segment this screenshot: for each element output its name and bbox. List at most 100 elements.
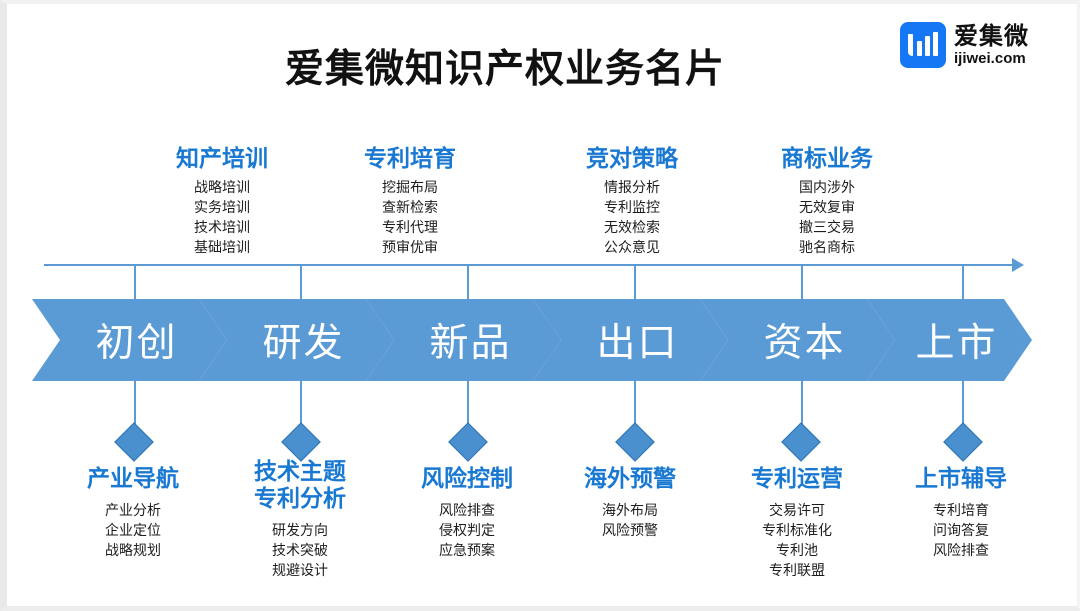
bottom-group-item: 技术突破 bbox=[272, 543, 328, 560]
bottom-group-item: 专利联盟 bbox=[769, 562, 825, 579]
bottom-group-item-list: 产业分析企业定位战略规划 bbox=[23, 502, 243, 562]
diamond-marker-2 bbox=[281, 422, 321, 462]
top-group-3: 竞对策略情报分析专利监控无效检索公众意见 bbox=[522, 146, 742, 259]
top-group-item: 预审优审 bbox=[382, 239, 438, 256]
bottom-group-2: 技术主题专利分析研发方向技术突破规避设计 bbox=[190, 459, 410, 582]
bottom-group-item: 风险排查 bbox=[439, 503, 495, 520]
top-group-item: 情报分析 bbox=[604, 180, 660, 197]
stage-chevron-1[interactable]: 初创 bbox=[32, 299, 227, 381]
bottom-group-item: 海外布局 bbox=[602, 503, 658, 520]
axis-tick-bottom-6 bbox=[962, 379, 964, 431]
stage-chevron-5[interactable]: 资本 bbox=[700, 299, 895, 381]
top-group-item: 撤三交易 bbox=[799, 219, 855, 236]
bottom-group-item-list: 海外布局风险预警 bbox=[520, 502, 740, 542]
bottom-group-title-line1: 产业导航 bbox=[87, 466, 179, 492]
bottom-group-item: 企业定位 bbox=[105, 523, 161, 539]
top-group-item: 专利监控 bbox=[604, 200, 660, 216]
bottom-group-title: 专利运营 bbox=[687, 466, 907, 493]
bottom-group-title: 技术主题专利分析 bbox=[190, 459, 410, 513]
bottom-group-item-list: 风险排查侵权判定应急预案 bbox=[357, 502, 577, 562]
bottom-group-item: 风险排查 bbox=[933, 542, 989, 559]
axis-tick-bottom-5 bbox=[801, 379, 803, 431]
top-group-1: 知产培训战略培训实务培训技术培训基础培训 bbox=[112, 146, 332, 259]
top-group-item-list: 国内涉外无效复审撤三交易驰名商标 bbox=[717, 179, 937, 259]
page-title: 爱集微知识产权业务名片 bbox=[284, 48, 725, 91]
brand-name-cn: 爱集微 bbox=[954, 22, 1029, 50]
axis-tick-bottom-1 bbox=[134, 379, 136, 431]
bottom-group-item: 专利培育 bbox=[933, 503, 989, 520]
brand-name-en: ijiwei.com bbox=[954, 50, 1026, 67]
top-group-item: 基础培训 bbox=[194, 239, 250, 256]
axis-tick-top-5 bbox=[801, 265, 803, 300]
top-group-item: 专利代理 bbox=[382, 219, 438, 236]
bottom-group-item: 应急预案 bbox=[439, 542, 495, 559]
stage-axis-line bbox=[44, 264, 1016, 266]
stage-chevron-label: 初创 bbox=[95, 321, 178, 366]
bottom-group-item: 侵权判定 bbox=[439, 523, 495, 539]
top-group-item: 无效复审 bbox=[799, 200, 855, 216]
bottom-group-item: 战略规划 bbox=[105, 542, 161, 559]
top-group-item: 国内涉外 bbox=[799, 180, 855, 197]
brand-logo: 爱集微 ijiwei.com bbox=[900, 22, 1029, 68]
bottom-group-item: 风险预警 bbox=[602, 523, 658, 539]
top-group-item: 技术培训 bbox=[194, 219, 250, 236]
axis-tick-bottom-2 bbox=[300, 379, 302, 431]
top-group-title: 专利培育 bbox=[364, 146, 456, 172]
bottom-group-item: 专利标准化 bbox=[762, 523, 832, 539]
diamond-marker-5 bbox=[781, 422, 821, 462]
bar-chart-logo-icon bbox=[900, 22, 946, 68]
axis-tick-top-6 bbox=[962, 265, 964, 300]
diamond-marker-4 bbox=[615, 422, 655, 462]
top-group-title: 知产培训 bbox=[176, 146, 268, 172]
diamond-marker-1 bbox=[114, 422, 154, 462]
top-group-2: 专利培育挖掘布局查新检索专利代理预审优审 bbox=[300, 146, 520, 259]
bottom-group-6: 上市辅导专利培育问询答复风险排查 bbox=[851, 466, 1071, 562]
stage-chevron-label: 出口 bbox=[596, 321, 679, 366]
axis-tick-top-1 bbox=[134, 265, 136, 300]
stage-chevron-3[interactable]: 新品 bbox=[366, 299, 561, 381]
diamond-marker-3 bbox=[448, 422, 488, 462]
bottom-group-item: 交易许可 bbox=[769, 503, 825, 520]
stage-chevron-label: 研发 bbox=[262, 321, 345, 366]
bottom-group-item: 问询答复 bbox=[933, 523, 989, 539]
bottom-group-item: 研发方向 bbox=[272, 523, 328, 540]
stage-chevron-4[interactable]: 出口 bbox=[533, 299, 728, 381]
top-group-item: 实务培训 bbox=[194, 200, 250, 216]
top-group-item: 无效检索 bbox=[604, 219, 660, 236]
top-group-item-list: 挖掘布局查新检索专利代理预审优审 bbox=[300, 179, 520, 259]
stage-chevron-label: 新品 bbox=[429, 321, 512, 366]
axis-tick-bottom-4 bbox=[634, 379, 636, 431]
top-group-item: 挖掘布局 bbox=[382, 180, 438, 197]
top-group-item: 驰名商标 bbox=[799, 239, 855, 256]
top-group-item-list: 战略培训实务培训技术培训基础培训 bbox=[112, 179, 332, 259]
axis-tick-top-4 bbox=[634, 265, 636, 300]
bottom-group-item: 产业分析 bbox=[105, 503, 161, 520]
axis-tick-bottom-3 bbox=[467, 379, 469, 431]
stage-chevron-row: 初创 研发 新品 出口 资本 上市 bbox=[32, 299, 1032, 381]
top-group-title: 商标业务 bbox=[781, 146, 873, 172]
axis-tick-top-2 bbox=[300, 265, 302, 300]
stage-chevron-label: 上市 bbox=[915, 321, 998, 366]
bottom-group-5: 专利运营交易许可专利标准化专利池专利联盟 bbox=[687, 466, 907, 582]
bottom-group-title-line1: 技术主题 bbox=[254, 459, 346, 485]
bottom-group-title: 风险控制 bbox=[357, 466, 577, 493]
top-group-item: 查新检索 bbox=[382, 200, 438, 216]
stage-chevron-2[interactable]: 研发 bbox=[199, 299, 394, 381]
top-group-item: 战略培训 bbox=[194, 180, 250, 197]
bottom-group-3: 风险控制风险排查侵权判定应急预案 bbox=[357, 466, 577, 562]
top-group-title: 竞对策略 bbox=[586, 146, 678, 172]
bottom-group-item-list: 交易许可专利标准化专利池专利联盟 bbox=[687, 502, 907, 582]
bottom-group-title: 海外预警 bbox=[520, 466, 740, 493]
top-group-item-list: 情报分析专利监控无效检索公众意见 bbox=[522, 179, 742, 259]
top-group-4: 商标业务国内涉外无效复审撤三交易驰名商标 bbox=[717, 146, 937, 259]
bottom-group-item: 专利池 bbox=[776, 542, 818, 559]
bottom-group-title-line1: 海外预警 bbox=[584, 466, 676, 492]
stage-chevron-label: 资本 bbox=[763, 321, 846, 366]
bottom-group-item: 规避设计 bbox=[272, 563, 328, 579]
axis-tick-top-3 bbox=[467, 265, 469, 300]
bottom-group-title-line1: 上市辅导 bbox=[915, 466, 1007, 492]
bottom-group-title-line1: 风险控制 bbox=[421, 466, 513, 492]
bottom-group-item-list: 研发方向技术突破规避设计 bbox=[190, 522, 410, 582]
